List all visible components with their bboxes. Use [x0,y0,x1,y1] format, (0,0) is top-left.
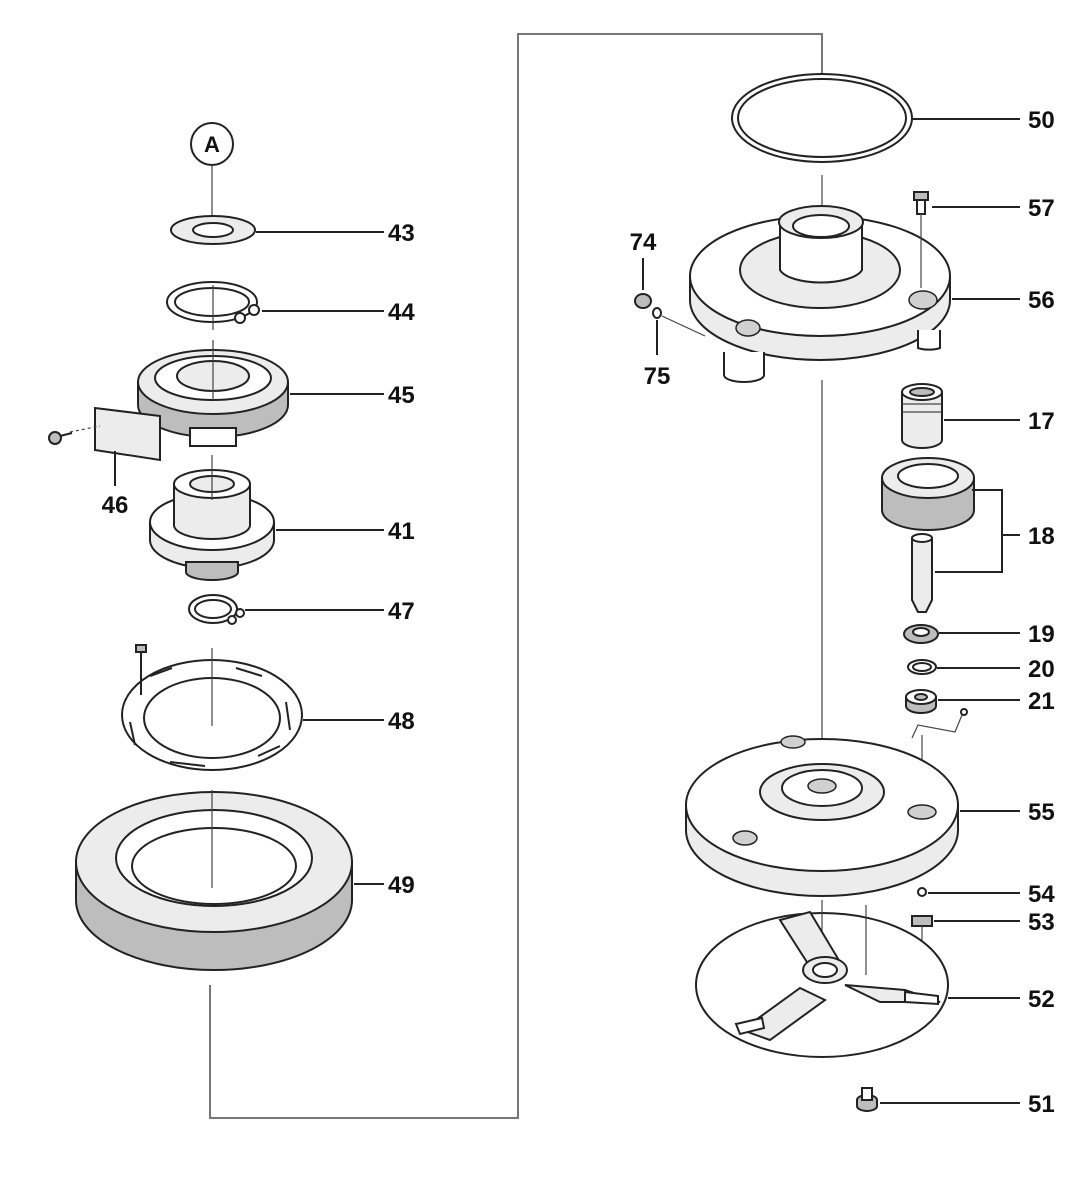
part-53-clip: 53 [911,909,1055,995]
label-74: 74 [630,229,657,256]
label-55: 55 [1028,799,1055,826]
label-49: 49 [388,872,415,899]
label-44: 44 [388,299,415,326]
part-17-threaded-bushing: 17 [901,383,1055,449]
part-74-set-screw: 74 [630,229,657,309]
label-54: 54 [1028,881,1055,908]
label-75: 75 [644,363,671,390]
part-43-washer: 43 [170,215,415,247]
part-41-flange-housing: 41 [149,455,415,581]
left-assembly: A 43 44 45 [48,122,415,971]
part-51-screw: 51 [856,1087,1055,1118]
part-52-base-disc: 52 [695,900,1055,1058]
label-17: 17 [1028,408,1055,435]
label-21: 21 [1028,688,1055,715]
part-44-snap-ring: 44 [166,281,415,330]
label-57: 57 [1028,195,1055,222]
part-54-ball: 54 [917,881,1055,908]
label-43: 43 [388,220,415,247]
label-47: 47 [388,598,415,625]
callout-a-label: A [204,132,220,157]
part-20-o-ring: 20 [907,656,1055,683]
part-47-circlip: 47 [188,594,415,625]
part-48-slotted-plate: 48 [121,644,415,771]
label-18: 18 [1028,523,1055,550]
label-45: 45 [388,382,415,409]
part-75-ball: 75 [644,307,706,390]
label-56: 56 [1028,287,1055,314]
part-55-main-plate: 55 [685,735,1055,897]
part-46-scale-label: 46 [48,406,161,519]
label-19: 19 [1028,621,1055,648]
part-18-gear-spindle: 18 [881,457,1055,613]
part-50-o-ring: 50 [731,73,1055,163]
label-52: 52 [1028,986,1055,1013]
label-51: 51 [1028,1091,1055,1118]
label-48: 48 [388,708,415,735]
label-20: 20 [1028,656,1055,683]
part-49-base-ring: 49 [75,790,415,971]
part-19-washer: 19 [903,621,1055,648]
label-41: 41 [388,518,415,545]
part-21-nut: 21 [905,688,1055,808]
callout-a: A [190,122,234,222]
part-45-adjusting-ring: 45 [137,340,415,447]
part-56-upper-flange: 56 [689,175,1055,383]
assembly-connector-line [209,33,823,1119]
right-assembly: 50 56 57 [630,73,1055,1118]
label-46: 46 [102,492,129,519]
label-50: 50 [1028,107,1055,134]
part-57-screw: 57 [913,191,1055,288]
label-53: 53 [1028,909,1055,936]
